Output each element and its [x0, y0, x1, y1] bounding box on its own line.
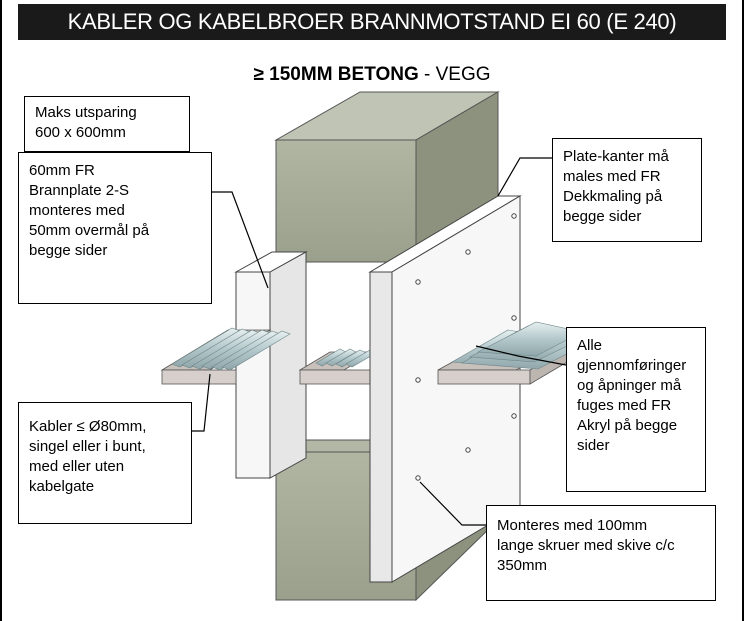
callout-board-edges: Plate-kanter må males med FR Dekkmaling …: [552, 138, 702, 242]
cables-rest-text: singel eller i bunt, med eller uten kabe…: [29, 438, 146, 495]
diagram-subtitle: ≥ 150MM BETONG - VEGG: [0, 64, 744, 86]
leader-board: [212, 191, 269, 289]
leader-sealant: [475, 345, 567, 366]
leader-edges: [497, 157, 552, 197]
callout-fire-board: 60mm FR Brannplate 2-S monteres med 50mm…: [18, 152, 212, 304]
callout-opening: Maks utsparing 600 x 600mm: [24, 96, 190, 152]
callout-cables: Kabler ≤ Ø80mm, singel eller i bunt, med…: [18, 402, 192, 524]
leader-cables: [192, 373, 211, 432]
diagram-title: KABLER OG KABELBROER BRANNMOTSTAND EI 60…: [18, 4, 726, 40]
cable-tray-right: [437, 321, 587, 385]
subtitle-bold: ≥ 150MM BETONG: [253, 64, 419, 85]
subtitle-rest: - VEGG: [418, 64, 491, 85]
cable-tray-middle: [298, 348, 377, 385]
cables-bold-text: Kabler ≤ Ø80mm,: [29, 418, 147, 435]
leader-lines: [192, 157, 567, 526]
callout-sealant: Alle gjennomføringer og åpninger må fuge…: [566, 327, 706, 492]
cable-tray-left: [160, 327, 291, 385]
leader-screws: [419, 481, 494, 526]
callout-screws: Monteres med 100mm lange skruer med skiv…: [486, 505, 716, 601]
fire-board-rear: [234, 251, 308, 479]
